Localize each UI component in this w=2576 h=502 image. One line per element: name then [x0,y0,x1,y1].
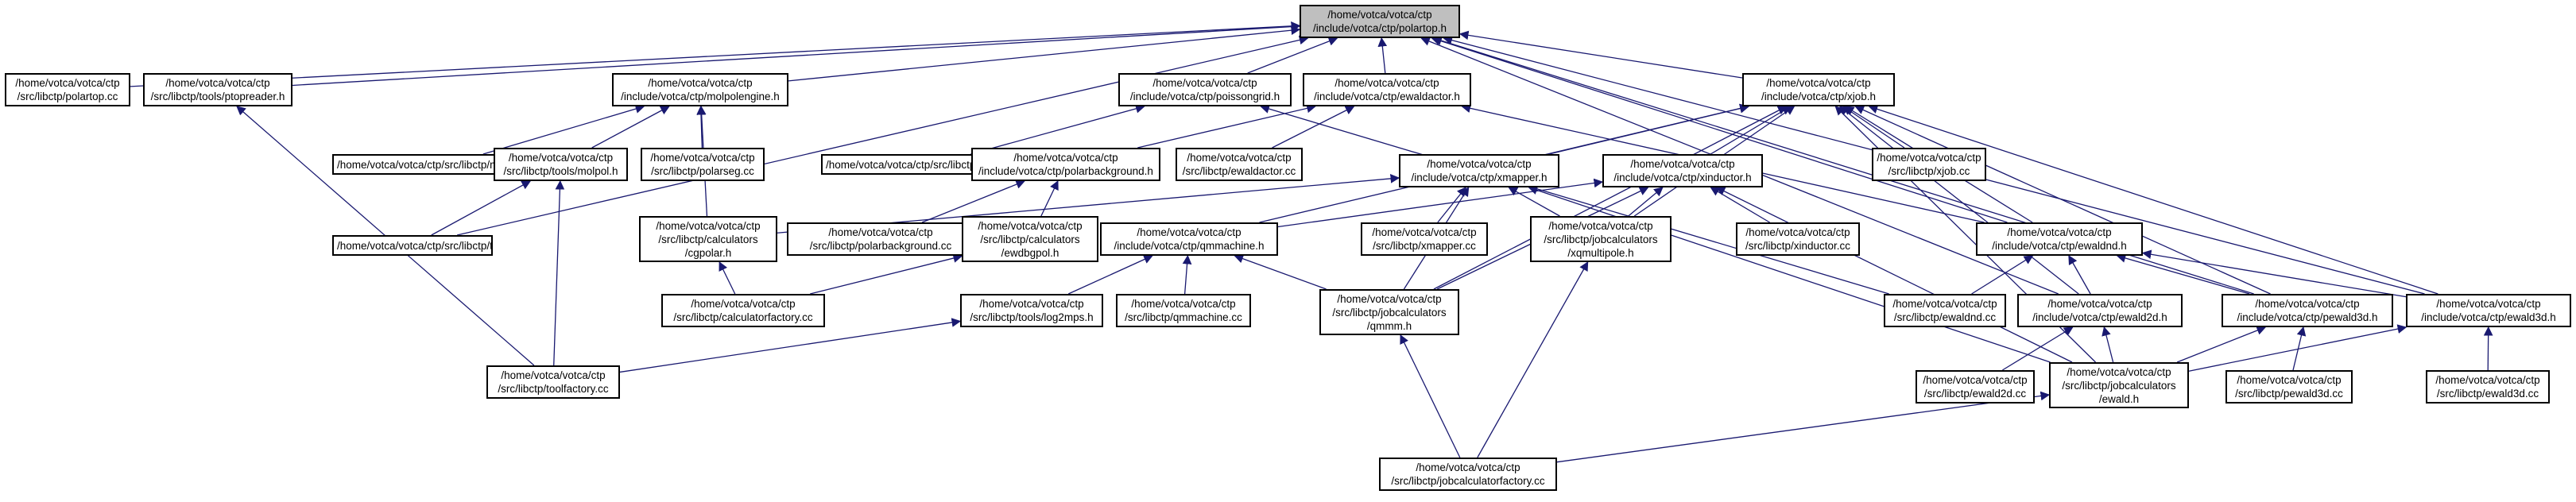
edge-molpol_cc-to-polartop_h [456,35,1309,236]
edge-ewaldnd_h-to-polartop_h [1431,36,2008,223]
node-molpolengine-h[interactable]: /home/votca/votca/ctp/include/votca/ctp/… [612,73,788,106]
node-ptopreader-h[interactable]: /home/votca/votca/ctp/src/libctp/tools/p… [143,73,292,106]
node-qmmachine-cc[interactable]: /home/votca/votca/ctp/src/libctp/qmmachi… [1116,294,1251,327]
edge-molpol_cc-to-molpol_h [431,180,532,236]
node-polarbackground-h[interactable]: /home/votca/votca/ctp/include/votca/ctp/… [971,148,1160,181]
edge-ewald_h-to-ewald2d_h [2101,326,2114,363]
node-jobcalculatorfactory-cc[interactable]: /home/votca/votca/ctp/src/libctp/jobcalc… [1379,458,1557,491]
node-polarseg-cc[interactable]: /home/votca/votca/ctp/src/libctp/polarse… [641,148,765,181]
edge-jobcalculatorfactory_cc-to-xqmultipole_h [1477,261,1589,458]
node-ewaldnd-h[interactable]: /home/votca/votca/ctp/include/votca/ctp/… [1976,222,2143,256]
edge-molpolengine_cc-to-molpolengine_h [482,104,645,155]
edge-xqmultipole_h-to-xmapper_h [1508,187,1560,217]
edge-polarbackground_h-to-ewaldactor_h [1137,103,1316,149]
node-xjob-cc[interactable]: /home/votca/votca/ctp/src/libctp/xjob.cc [1872,148,1986,181]
node-ewaldactor-h[interactable]: /home/votca/votca/ctp/include/votca/ctp/… [1303,73,1471,106]
edge-ewald_h-to-pewald3d_h [2176,326,2267,363]
edge-poissongrid_cc-to-poissongrid_h [970,104,1145,155]
node-ewald3d-h[interactable]: /home/votca/votca/ctp/include/votca/ctp/… [2406,294,2571,327]
edge-xjob_h-to-polartop_h [1458,30,1743,79]
edge-log2mps_h-to-qmmachine_h [1067,255,1153,295]
edge-ewald2d_h-to-ewaldnd_h [2068,254,2091,295]
node-cgpolar-h[interactable]: /home/votca/votca/ctp/src/libctp/calcula… [639,216,777,262]
edge-toolfactory_cc-to-molpol_h [553,180,565,366]
node-polarbackground-cc[interactable]: /home/votca/votca/ctp/src/libctp/polarba… [787,222,974,256]
node-xmapper-h[interactable]: /home/votca/votca/ctp/include/votca/ctp/… [1399,154,1559,187]
node-ewaldnd-cc[interactable]: /home/votca/votca/ctp/src/libctp/ewaldnd… [1884,294,2006,327]
edge-polartop_cc-to-polartop_h [130,21,1301,87]
node-polartop-h[interactable]: /home/votca/votca/ctp/include/votca/ctp/… [1300,5,1460,38]
node-toolfactory-cc[interactable]: /home/votca/votca/ctp/src/libctp/toolfac… [486,365,620,399]
edge-molpolengine_h-to-polartop_h [788,25,1301,82]
edge-calculatorfactory_cc-to-cgpolar_h [719,261,736,295]
edge-ewald3d_h-to-ewaldnd_h [2141,249,2407,298]
node-poissongrid-h[interactable]: /home/votca/votca/ctp/include/votca/ctp/… [1118,73,1292,106]
node-xmapper-cc[interactable]: /home/votca/votca/ctp/src/libctp/xmapper… [1361,222,1488,256]
node-calculatorfactory-cc[interactable]: /home/votca/votca/ctp/src/libctp/calcula… [661,294,825,327]
edge-ewaldnd_cc-to-ewaldnd_h [1971,255,2034,295]
edge-qmmm_h-to-qmmachine_h [1234,254,1327,290]
node-pewald3d-h[interactable]: /home/votca/votca/ctp/include/votca/ctp/… [2222,294,2393,327]
edge-qmmachine_cc-to-qmmachine_h [1182,254,1192,295]
node-xqmultipole-h[interactable]: /home/votca/votca/ctp/src/libctp/jobcalc… [1530,216,1671,262]
edge-xjob_cc-to-xjob_h [1842,106,1905,149]
node-qmmachine-h[interactable]: /home/votca/votca/ctp/include/votca/ctp/… [1100,222,1278,256]
node-log2mps-h[interactable]: /home/votca/votca/ctp/src/libctp/tools/l… [960,294,1103,327]
edge-pewald3d_h-to-xjob_h [1854,106,2271,295]
edge-xqmultipole_h-to-xinductor_h [1628,187,1664,217]
edge-ewald3d_cc-to-ewald3d_h [2483,326,2493,371]
node-ewald2d-cc[interactable]: /home/votca/votca/ctp/src/libctp/ewald2d… [1916,370,2035,404]
node-ewald2d-h[interactable]: /home/votca/votca/ctp/include/votca/ctp/… [2017,294,2183,327]
edge-ewald_h-to-xinductor_h [1715,187,2073,363]
edge-ewald3d_h-to-xjob_h [1868,104,2438,295]
edge-xinductor_h-to-xjob_h [1710,106,1792,155]
node-molpol-cc[interactable]: /home/votca/votca/ctp/src/libctp/tools/m… [332,235,493,256]
edge-polarbackground_cc-to-polarbackground_h [921,180,1026,223]
edge-molpol_h-to-molpolengine_h [591,106,670,149]
node-ewdbgpol-h[interactable]: /home/votca/votca/ctp/src/libctp/calcula… [962,216,1098,262]
edge-calculatorfactory_cc-to-ewdbgpol_h [810,253,963,295]
node-ewaldactor-cc[interactable]: /home/votca/votca/ctp/src/libctp/ewaldac… [1176,148,1303,181]
node-molpol-h[interactable]: /home/votca/votca/ctp/src/libctp/tools/m… [494,148,628,181]
edge-poissongrid_h-to-polartop_h [1247,37,1338,74]
edge-jobcalculatorfactory_cc-to-qmmm_h [1400,334,1461,458]
node-xinductor-cc[interactable]: /home/votca/votca/ctp/src/libctp/xinduct… [1736,222,1860,256]
node-polartop-cc[interactable]: /home/votca/votca/ctp/src/libctp/polarto… [5,73,130,106]
node-xjob-h[interactable]: /home/votca/votca/ctp/include/votca/ctp/… [1742,73,1895,106]
edge-qmmm_h-to-xjob_h [1433,106,1788,290]
edge-xmapper_cc-to-xmapper_h [1437,187,1466,223]
edge-jobcalculatorfactory_cc-to-ewald_h [1556,391,2051,463]
node-ewald-h[interactable]: /home/votca/votca/ctp/src/libctp/jobcalc… [2049,362,2189,408]
edge-ewald2d_h-to-xjob_h [1838,106,2079,295]
edge-xinductor_cc-to-xinductor_h [1710,187,1770,223]
edge-ewald_h-to-xmapper_h [1528,185,2051,363]
node-xinductor-h[interactable]: /home/votca/votca/ctp/include/votca/ctp/… [1602,154,1763,187]
edge-ewald_h-to-ewald3d_h [2188,324,2407,372]
edge-ewdbgpol_h-to-polarbackground_h [1040,180,1059,217]
edge-ewaldactor_h-to-polartop_h [1377,37,1388,74]
edge-ptopreader_h-to-polartop_h [292,21,1301,87]
edge-qmmachine_h-to-xinductor_h [1277,178,1604,228]
node-qmmm-h[interactable]: /home/votca/votca/ctp/src/libctp/jobcalc… [1319,289,1459,335]
edge-ewaldactor_cc-to-ewaldactor_h [1272,106,1355,149]
node-pewald3d-cc[interactable]: /home/votca/votca/ctp/src/libctp/pewald3… [2225,370,2353,404]
node-ewald3d-cc[interactable]: /home/votca/votca/ctp/src/libctp/ewald3d… [2426,370,2550,404]
edge-ewaldnd_cc-to-poissongrid_h [1260,104,1889,295]
edge-toolfactory_cc-to-log2mps_h [619,318,962,373]
edge-pewald3d_h-to-ewaldnd_h [2116,253,2250,295]
edge-ewald2d_cc-to-ewald2d_h [2002,326,2074,371]
